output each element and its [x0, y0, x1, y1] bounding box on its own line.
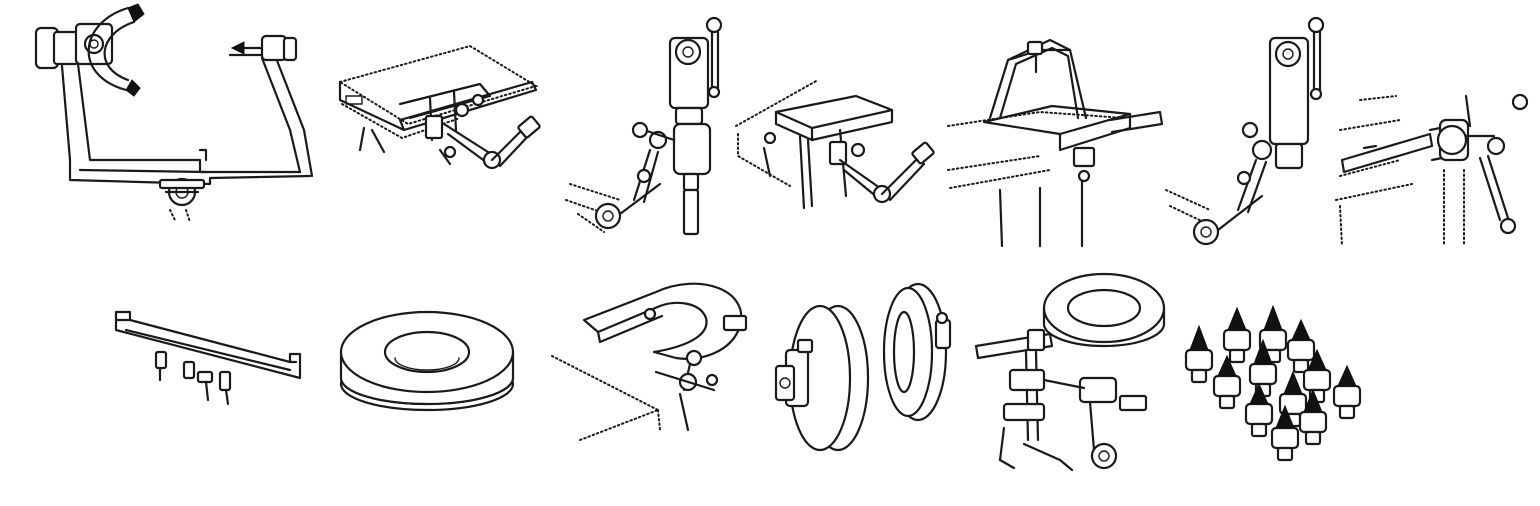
skull-pin-set-illustration — [1184, 304, 1362, 462]
horseshoe-headrest-illustration — [551, 282, 748, 441]
table-mounted-adapter-illustration — [337, 44, 541, 170]
rail-clamp-detail-illustration — [1335, 93, 1529, 247]
swivel-adapter-illustration — [565, 16, 723, 236]
retractor-frame-on-table-illustration — [947, 38, 1164, 248]
skull-clamp-illustration — [34, 3, 314, 223]
gel-donut-headrest-illustration — [339, 310, 515, 412]
crossbar-attachment-illustration — [114, 310, 302, 406]
articulated-arm-illustration — [1165, 16, 1325, 246]
donut-headrest-on-stand-illustration — [974, 272, 1166, 472]
table-with-headrest-support-illustration — [735, 79, 935, 210]
headrest-rings-illustration — [774, 282, 952, 452]
